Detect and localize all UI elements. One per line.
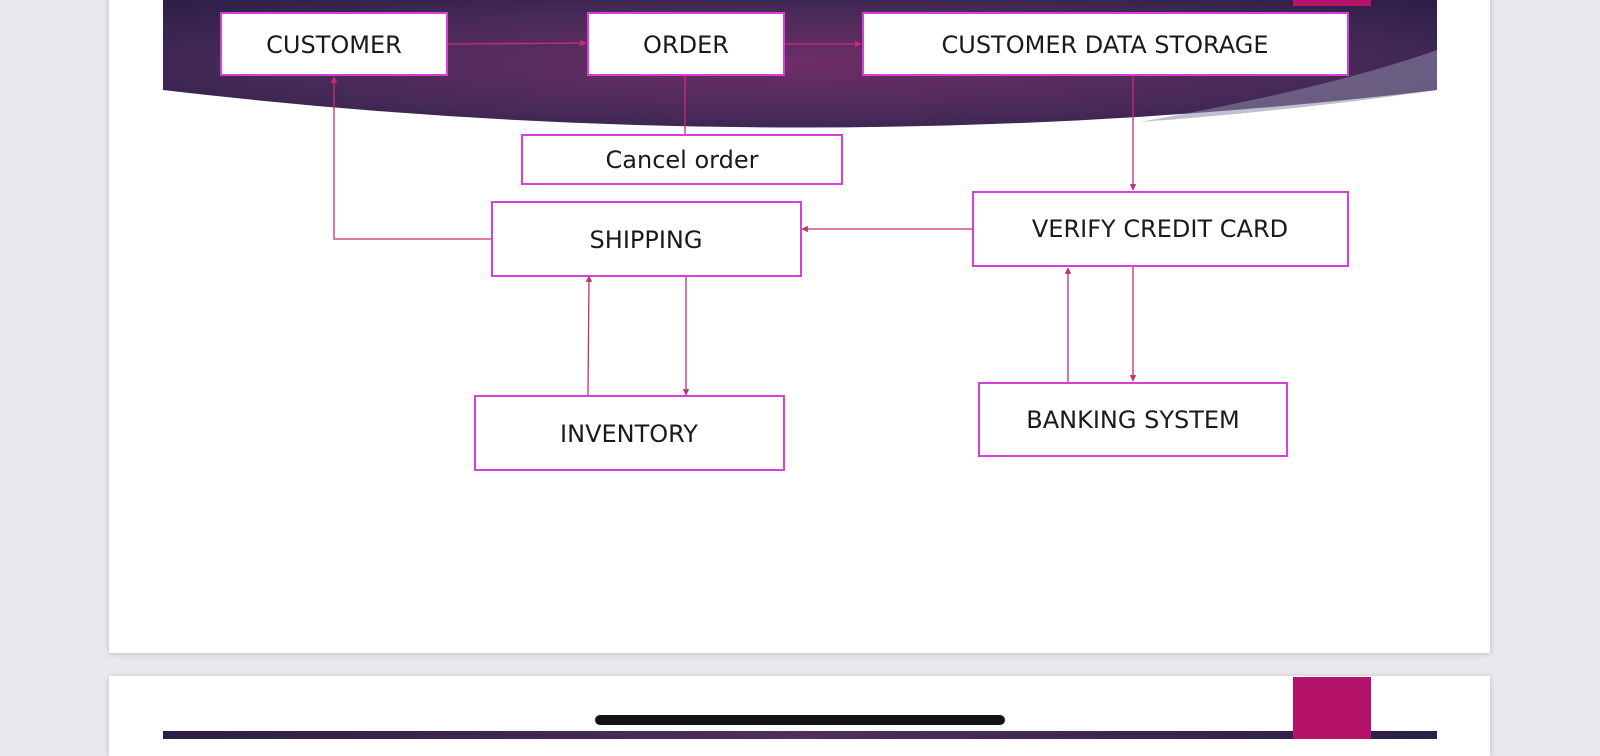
flow-diagram-canvas: CUSTOMER ORDER CUSTOMER DATA STORAGE Can… bbox=[163, 0, 1437, 739]
node-shipping-label: SHIPPING bbox=[590, 226, 703, 254]
node-banking-system: BANKING SYSTEM bbox=[978, 382, 1288, 457]
node-inventory: INVENTORY bbox=[474, 395, 785, 471]
accent-square-slide2 bbox=[1293, 677, 1371, 739]
header-swoosh bbox=[1140, 50, 1437, 122]
node-inventory-label: INVENTORY bbox=[560, 420, 698, 448]
node-order-label: ORDER bbox=[643, 31, 729, 59]
edge-shipping-customer bbox=[330, 76, 492, 240]
node-customer-data-storage: CUSTOMER DATA STORAGE bbox=[862, 12, 1349, 76]
connectors bbox=[330, 39, 1137, 396]
edge-inventory-shipping bbox=[585, 275, 593, 396]
node-verify-credit-card: VERIFY CREDIT CARD bbox=[972, 191, 1349, 267]
slide2-header-band bbox=[163, 731, 1437, 739]
node-order: ORDER bbox=[587, 12, 785, 76]
home-indicator-bar[interactable] bbox=[595, 715, 1005, 725]
accent-square-top bbox=[1293, 0, 1371, 6]
node-customer-data-storage-label: CUSTOMER DATA STORAGE bbox=[942, 31, 1269, 59]
node-cancel-order-label: Cancel order bbox=[606, 146, 759, 174]
node-customer-label: CUSTOMER bbox=[266, 31, 402, 59]
node-customer: CUSTOMER bbox=[220, 12, 448, 76]
edge-customer-order bbox=[446, 39, 587, 47]
node-banking-system-label: BANKING SYSTEM bbox=[1026, 406, 1240, 434]
node-shipping: SHIPPING bbox=[491, 201, 802, 277]
node-verify-credit-card-label: VERIFY CREDIT CARD bbox=[1032, 215, 1288, 243]
node-cancel-order: Cancel order bbox=[521, 134, 843, 185]
